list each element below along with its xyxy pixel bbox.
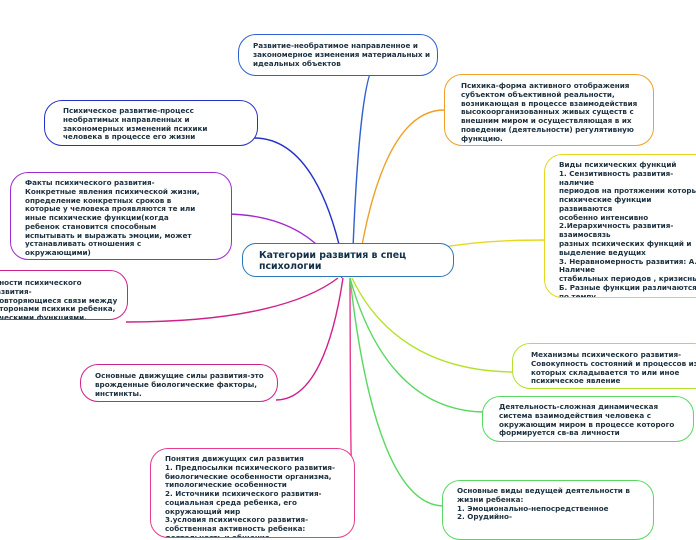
link-leading-activity [349, 277, 445, 507]
topic-leading-activity[interactable]: Основные виды ведущей деятельности в жиз… [442, 480, 654, 540]
link-patterns-of-development [125, 277, 339, 323]
topic-development-definition[interactable]: Развитие-необратимое направленное и зако… [238, 34, 438, 76]
link-driving-forces-concepts [349, 277, 353, 481]
topic-text: Основные виды ведущей деятельности в жиз… [457, 486, 630, 522]
topic-text: Механизмы психического развития- Совокуп… [531, 350, 696, 386]
link-activity [349, 277, 487, 413]
topic-patterns-of-development[interactable]: ...ности психического развития- ...овтор… [0, 270, 128, 320]
topic-text: Основные движущие силы развития-это врож… [95, 371, 264, 398]
topic-psyche-definition[interactable]: Психика-форма активного отображения субъ… [444, 74, 654, 146]
topic-activity[interactable]: Деятельность-сложная динамическая систем… [482, 396, 694, 442]
topic-psychic-functions[interactable]: Виды психических функций 1. Сензитивност… [544, 154, 696, 298]
topic-text: ...ности психического развития- ...овтор… [0, 278, 118, 320]
topic-text: Деятельность-сложная динамическая систем… [499, 402, 675, 438]
topic-text: Развитие-необратимое направленное и зако… [253, 41, 431, 68]
topic-text: Понятия движущих сил развития 1. Предпос… [165, 454, 335, 538]
link-mechanisms [351, 277, 517, 373]
topic-mechanisms[interactable]: Механизмы психического развития- Совокуп… [512, 343, 696, 389]
topic-text: Психическое развитие-процесс необратимых… [63, 106, 208, 142]
topic-driving-forces[interactable]: Основные движущие силы развития-это врож… [80, 364, 278, 402]
topic-driving-forces-concepts[interactable]: Понятия движущих сил развития 1. Предпос… [150, 448, 355, 538]
topic-text: Факты психического развития- Конкретные … [25, 178, 200, 258]
central-topic[interactable]: Категории развития в спец психологии [242, 243, 454, 277]
link-driving-forces [275, 277, 344, 401]
topic-text: Виды психических функций 1. Сензитивност… [559, 160, 696, 298]
central-topic-label: Категории развития в спец психологии [259, 250, 407, 273]
topic-facts-of-development[interactable]: Факты психического развития- Конкретные … [10, 172, 232, 260]
topic-text: Психика-форма активного отображения субъ… [461, 81, 638, 143]
topic-mental-development[interactable]: Психическое развитие-процесс необратимых… [44, 100, 258, 146]
